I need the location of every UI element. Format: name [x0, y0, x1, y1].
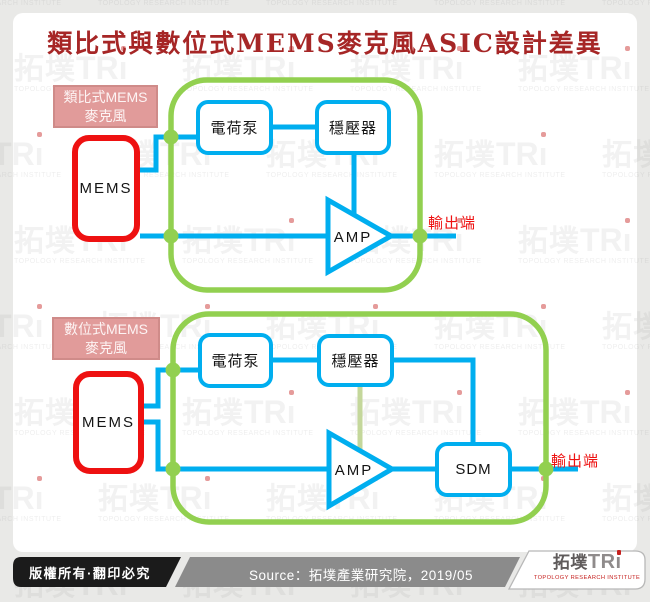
footer-banner: [13, 550, 646, 590]
analog-mems-box: MEMS: [72, 135, 140, 242]
tri-logo-i-stem: ı: [615, 551, 622, 573]
tri-logo-wordmark: 拓墣TRı: [528, 550, 646, 573]
analog-charge-pump-box: 電荷泵: [196, 100, 273, 155]
digital-charge-pump-box: 電荷泵: [198, 333, 273, 388]
analog-output-label: 輸出端: [428, 215, 477, 232]
digital-amp-label: AMP: [334, 462, 374, 479]
page-title: 類比式與數位式MEMS麥克風ASIC設計差異: [47, 29, 603, 58]
tri-logo-red-dot-icon: [616, 550, 622, 555]
digital-output-label: 輸出端: [551, 453, 600, 470]
digital-mic-tag: 數位式MEMS 麥克風: [52, 317, 160, 360]
copyright-notice: 版權所有·翻印必究: [29, 566, 151, 581]
tri-logo-cjk: 拓墣: [552, 553, 588, 572]
digital-regulator-box: 穩壓器: [317, 334, 394, 387]
tri-logo: 拓墣TRı TOPOLOGY RESEARCH INSTITUTE: [528, 550, 646, 581]
footer-source-bar: [175, 557, 520, 587]
digital-sdm-box: SDM: [435, 442, 512, 497]
digital-mic-tag-line2: 麥克風: [85, 339, 127, 356]
tri-logo-latin: TR: [587, 551, 616, 573]
analog-mic-tag-line1: 類比式MEMS: [63, 88, 148, 105]
digital-mic-tag-line1: 數位式MEMS: [64, 320, 148, 337]
analog-mic-tag: 類比式MEMS 麥克風: [53, 85, 158, 128]
footer-copyright-bar: [13, 557, 181, 587]
tri-logo-i: ı: [615, 550, 622, 573]
digital-mems-box: MEMS: [73, 371, 144, 474]
analog-mic-tag-line2: 麥克風: [84, 107, 127, 124]
tri-logo-subtitle: TOPOLOGY RESEARCH INSTITUTE: [533, 575, 641, 581]
source-note: Source：拓墣產業研究院，2019/05: [248, 568, 474, 583]
analog-regulator-box: 穩壓器: [315, 100, 391, 155]
footer-logo-panel: [507, 550, 646, 590]
analog-amp-label: AMP: [333, 229, 373, 246]
